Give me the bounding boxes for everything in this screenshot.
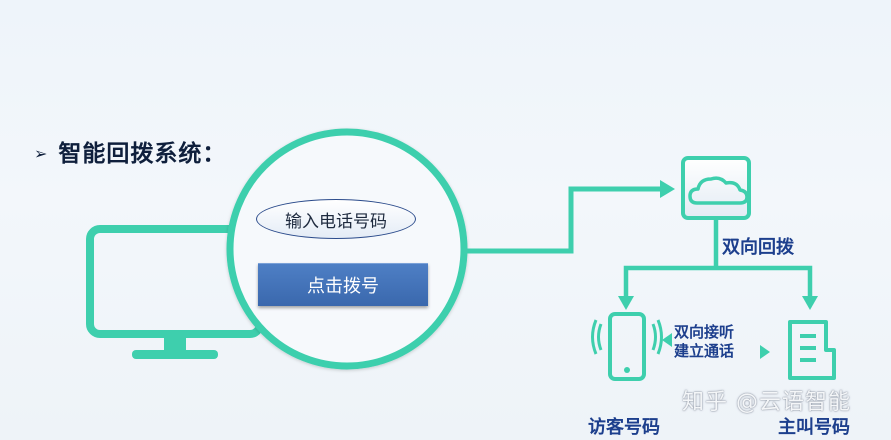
connector-line (464, 186, 660, 254)
desk-phone-icon (788, 320, 836, 380)
bidirectional-arrows-icon (662, 333, 770, 359)
dial-button[interactable]: 点击拨号 (258, 263, 428, 306)
mobile-phone-icon (591, 312, 663, 381)
watermark: 知乎 @云语智能 (682, 390, 851, 415)
branch-lines (623, 218, 813, 296)
arrow-to-caller (802, 296, 818, 310)
connector-arrowhead (660, 180, 675, 198)
visitor-number-label: 访客号码 (588, 417, 660, 438)
heading-title: 智能回拨系统： (58, 141, 227, 167)
callback-label: 双向回拨 (722, 237, 794, 258)
arrow-to-visitor (618, 296, 634, 310)
dual-answer-label: 双向接听 建立通话 (674, 323, 734, 361)
cloud-icon (681, 156, 751, 220)
dial-panel-circle (226, 128, 468, 370)
bullet-arrow-icon: ➢ (34, 144, 49, 163)
caller-number-label: 主叫号码 (778, 417, 850, 438)
dual-answer-line2: 建立通话 (674, 342, 735, 360)
section-heading: ➢ 智能回拨系统： (34, 134, 226, 168)
phone-number-input[interactable]: 输入电话号码 (256, 199, 416, 239)
dual-answer-line1: 双向接听 (674, 323, 735, 341)
